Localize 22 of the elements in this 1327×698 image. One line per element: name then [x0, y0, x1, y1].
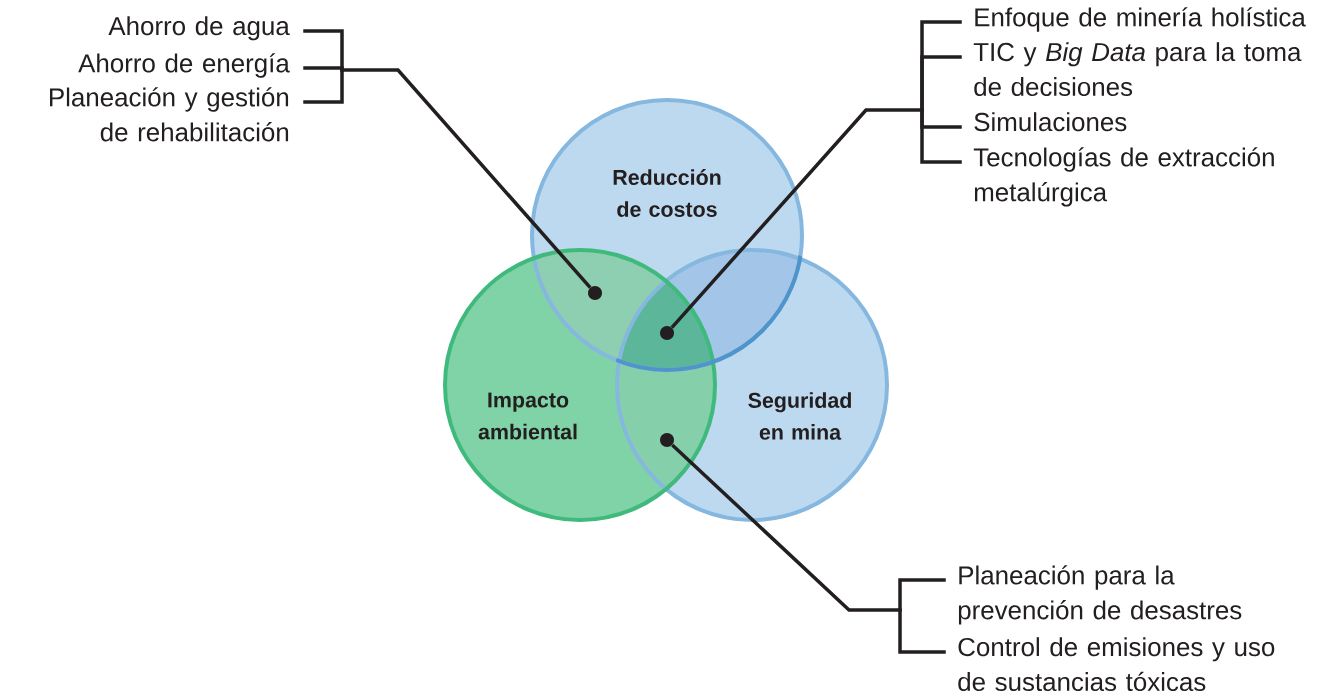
list-item: Ahorro de energía [78, 53, 290, 78]
leader-line [670, 108, 922, 329]
dot [588, 286, 602, 300]
bracket-line [303, 66, 344, 72]
bracket-line [920, 108, 962, 164]
list-item: Control de emisiones y uso de sustancias tóxicas [958, 637, 1275, 692]
list-item: Planeación para la prevención de desastres [958, 565, 1242, 625]
list-item: Planeación y gestión de rehabilitación [50, 87, 289, 142]
leader-line [671, 443, 900, 612]
list-item: Tecnologías de extracción metalúrgica [973, 147, 1274, 207]
circle-label: Impacto ambiental [478, 392, 577, 440]
list-item: Simulaciones [974, 112, 1127, 132]
list-item: Ahorro de agua [108, 16, 290, 41]
list-item: Enfoque de minería holística [975, 7, 1306, 32]
bracket-line [898, 608, 946, 654]
dot [660, 433, 674, 447]
list-item: TIC y Big Data para la toma de decisiones [973, 42, 1302, 97]
leader-line [342, 68, 592, 289]
circle-label: Seguridad en mina [748, 392, 851, 440]
circle-label: Reducción de costos [613, 169, 721, 217]
dot [660, 326, 674, 340]
bracket-line [303, 68, 344, 104]
